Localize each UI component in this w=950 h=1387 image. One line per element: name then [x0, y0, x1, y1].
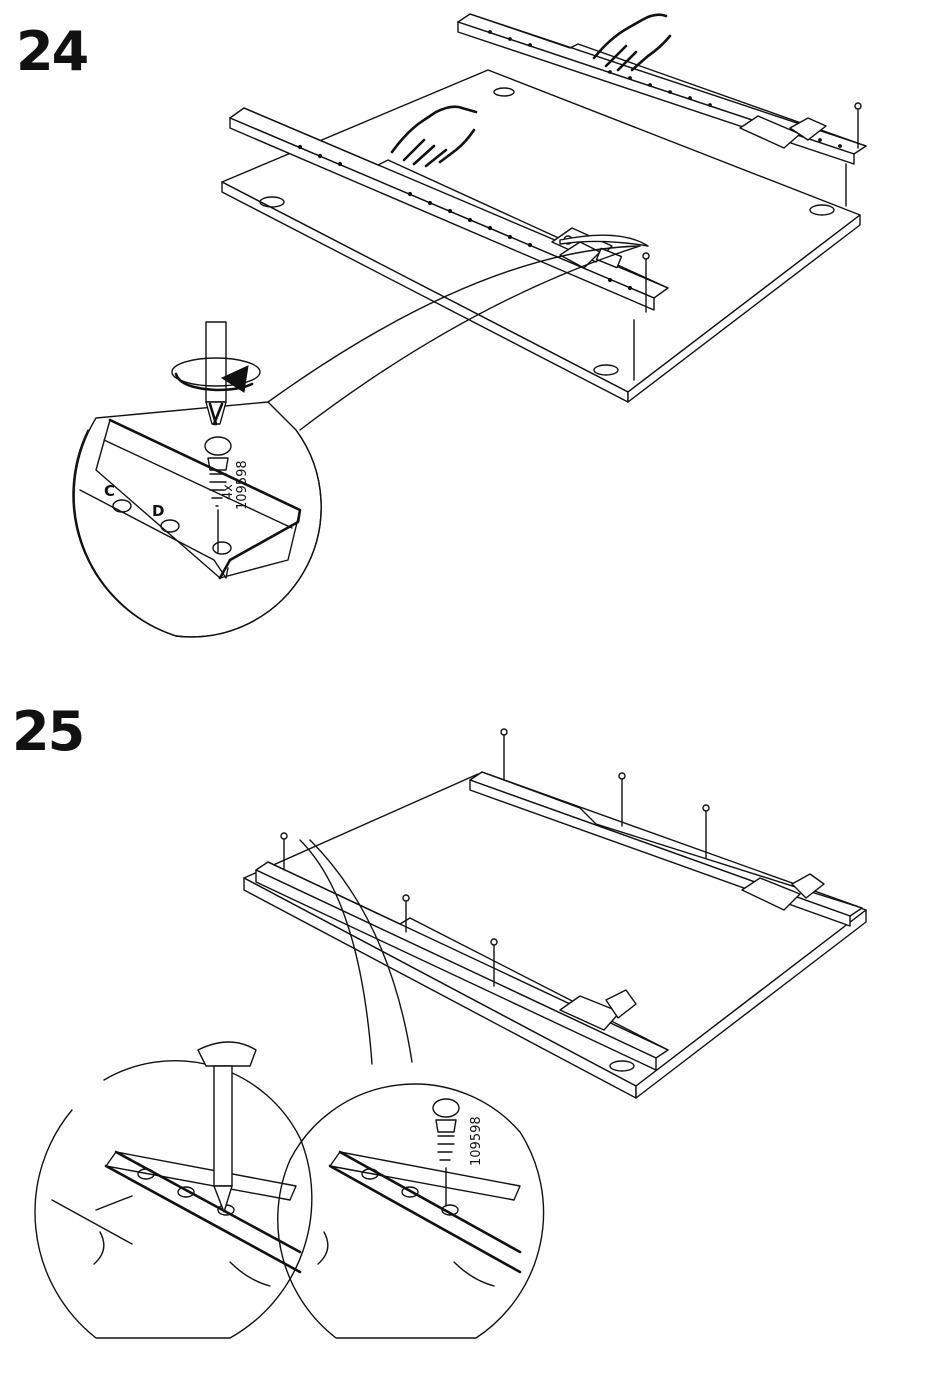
screw-quantity: 4x	[221, 484, 236, 500]
magnify-circle-icon	[35, 1042, 312, 1338]
step-24-illustration: C D 109598 4x	[73, 14, 866, 637]
screw-detail-icon	[433, 1099, 459, 1206]
screw-part-number: 109598	[469, 1116, 484, 1166]
panel-board	[244, 774, 866, 1098]
rail-hole-letter-c: C	[104, 482, 115, 500]
rail-hole-letter-d: D	[152, 502, 164, 520]
screw-part-number: 109598	[235, 460, 250, 510]
magnify-circle-icon: C D	[73, 402, 321, 637]
screwdriver-icon	[206, 322, 226, 424]
step-25-illustration: 109598	[35, 729, 866, 1338]
magnify-circle-icon: 109598	[278, 1084, 544, 1338]
